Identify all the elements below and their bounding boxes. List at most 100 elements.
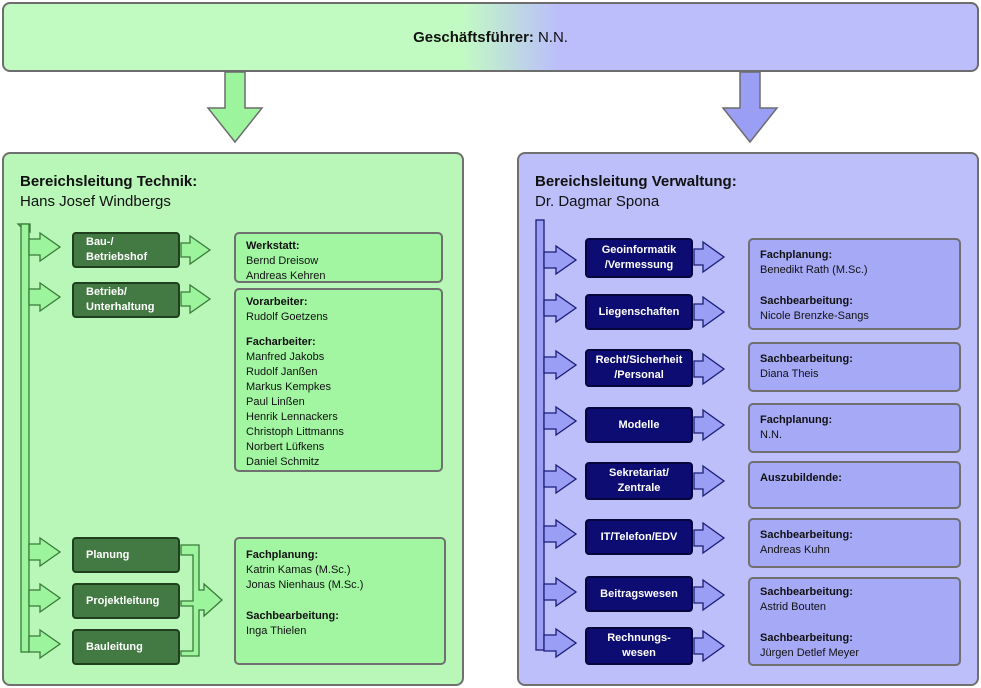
geschaeftsfuehrer-box: Geschäftsführer: N.N. <box>2 2 979 72</box>
staff-heading: Sachbearbeitung: <box>760 586 853 598</box>
unit-label: Recht/Sicherheit /Personal <box>595 354 683 381</box>
technik-branch-5 <box>28 628 62 660</box>
staff-member: Andreas Kuhn <box>760 544 830 556</box>
staff-heading: Sachbearbeitung: <box>760 353 853 365</box>
unit-label: Betrieb/ Unterhaltung <box>86 286 155 313</box>
staff-member: Henrik Lennackers <box>246 411 338 423</box>
staff-heading: Fachplanung: <box>246 549 319 561</box>
staff-member: Inga Thielen <box>246 625 307 637</box>
down-arrow-technik <box>206 71 264 144</box>
down-arrow-verwaltung <box>721 71 779 144</box>
staff-member: Norbert Lüfkens <box>246 441 325 453</box>
staff-member: Bernd Dreisow <box>246 255 319 267</box>
staff-heading: Sachbearbeitung: <box>760 632 853 644</box>
technik-merge-bracket <box>180 544 223 657</box>
unit-liegenschaften: Liegenschaften <box>585 294 693 330</box>
unit-label: Modelle <box>618 418 660 431</box>
verwaltung-staff-beitrag-rechnung: Sachbearbeitung: Astrid Bouten Sachbearb… <box>748 577 961 666</box>
staff-heading: Vorarbeiter: <box>246 296 308 308</box>
staff-member: Jürgen Detlef Meyer <box>760 647 860 659</box>
staff-member: Rudolf Janßen <box>246 366 318 378</box>
technik-branch-4 <box>28 582 62 614</box>
staff-member: Astrid Bouten <box>760 601 827 613</box>
unit-sekretariat: Sekretariat/ Zentrale <box>585 462 693 500</box>
unit-label: IT/Telefon/EDV <box>600 530 678 543</box>
unit-label: Beitragswesen <box>600 587 678 600</box>
unit-label: Geoinformatik /Vermessung <box>601 244 677 271</box>
verwaltung-branch-8 <box>543 627 578 659</box>
staff-member: Christoph Littmanns <box>246 426 344 438</box>
staff-member: Nicole Brenzke-Sangs <box>760 310 869 322</box>
verwaltung-branch-1 <box>543 244 578 276</box>
geschaeftsfuehrer-label: Geschäftsführer: <box>413 28 534 46</box>
unit-label: Planung <box>86 548 130 561</box>
verwaltung-out-arrow-3 <box>693 352 726 386</box>
staff-member: Katrin Kamas (M.Sc.) <box>246 564 351 576</box>
verwaltung-bus <box>535 219 578 659</box>
technik-staff-betrieb: Vorarbeiter: Rudolf Goetzens Facharbeite… <box>234 288 443 472</box>
unit-label: Projektleitung <box>86 594 160 607</box>
verwaltung-branch-3 <box>543 349 578 381</box>
unit-bau-betriebshof: Bau-/ Betriebshof <box>72 232 180 268</box>
technik-out-arrow-2 <box>180 283 212 315</box>
technik-branch-3 <box>28 536 62 568</box>
verwaltung-lead: Dr. Dagmar Spona <box>535 193 660 210</box>
verwaltung-branch-6 <box>543 518 578 550</box>
verwaltung-branch-2 <box>543 292 578 324</box>
geschaeftsfuehrer-name: N.N. <box>537 28 568 46</box>
verwaltung-out-arrow-7 <box>693 578 726 612</box>
technik-bus <box>16 223 62 660</box>
staff-member: Benedikt Rath (M.Sc.) <box>760 264 868 276</box>
technik-staff-planung: Fachplanung: Katrin Kamas (M.Sc.) Jonas … <box>234 537 446 665</box>
staff-member: Rudolf Goetzens <box>246 311 328 323</box>
verwaltung-staff-it: Sachbearbeitung: Andreas Kuhn <box>748 518 961 568</box>
verwaltung-staff-sekretariat: Auszubildende: <box>748 461 961 509</box>
staff-heading: Werkstatt: <box>246 240 300 252</box>
bus-line-1 <box>535 219 545 651</box>
unit-label: Rechnungs- wesen <box>607 632 671 659</box>
verwaltung-out-arrow-4 <box>693 408 726 442</box>
unit-rechnungswesen: Rechnungs- wesen <box>585 627 693 665</box>
staff-member: Markus Kempkes <box>246 381 331 393</box>
technik-out-arrow-1 <box>180 234 212 266</box>
staff-member: N.N. <box>760 429 782 441</box>
verwaltung-staff-geo-lieg: Fachplanung: Benedikt Rath (M.Sc.) Sachb… <box>748 238 961 330</box>
technik-staff-werkstatt: Werkstatt: Bernd Dreisow Andreas Kehren <box>234 232 443 283</box>
unit-betrieb-unterhaltung: Betrieb/ Unterhaltung <box>72 282 180 318</box>
unit-geoinformatik: Geoinformatik /Vermessung <box>585 238 693 278</box>
unit-label: Bau-/ Betriebshof <box>86 236 148 263</box>
unit-planung: Planung <box>72 537 180 573</box>
verwaltung-branch-5 <box>543 463 578 495</box>
unit-modelle: Modelle <box>585 407 693 443</box>
staff-member: Manfred Jakobs <box>246 351 325 363</box>
staff-member: Diana Theis <box>760 368 819 380</box>
verwaltung-out-arrow-1 <box>693 240 726 274</box>
verwaltung-staff-modelle: Fachplanung: N.N. <box>748 403 961 453</box>
verwaltung-staff-recht: Sachbearbeitung: Diana Theis <box>748 342 961 392</box>
technik-branch-1 <box>28 231 62 263</box>
unit-recht-sicherheit: Recht/Sicherheit /Personal <box>585 349 693 387</box>
verwaltung-out-arrow-8 <box>693 629 726 663</box>
unit-label: Bauleitung <box>86 640 143 653</box>
technik-lead: Hans Josef Windbergs <box>20 193 171 210</box>
staff-heading: Fachplanung: <box>760 249 833 261</box>
unit-bauleitung: Bauleitung <box>72 629 180 665</box>
staff-heading: Auszubildende: <box>760 472 842 484</box>
verwaltung-out-arrow-2 <box>693 295 726 329</box>
verwaltung-branch-7 <box>543 576 578 608</box>
unit-it-telefon-edv: IT/Telefon/EDV <box>585 519 693 555</box>
staff-member: Jonas Nienhaus (M.Sc.) <box>246 579 364 591</box>
bus-line-0 <box>20 223 30 653</box>
verwaltung-out-arrow-5 <box>693 464 726 498</box>
technik-title: Bereichsleitung Technik: <box>20 173 198 190</box>
unit-projektleitung: Projektleitung <box>72 583 180 619</box>
staff-heading: Fachplanung: <box>760 414 833 426</box>
technik-branch-2 <box>28 281 62 313</box>
verwaltung-out-arrow-6 <box>693 521 726 555</box>
unit-label: Sekretariat/ Zentrale <box>609 467 669 494</box>
staff-member: Andreas Kehren <box>246 270 326 282</box>
staff-heading: Facharbeiter: <box>246 336 316 348</box>
staff-member: Paul Linßen <box>246 396 305 408</box>
unit-beitragswesen: Beitragswesen <box>585 576 693 612</box>
